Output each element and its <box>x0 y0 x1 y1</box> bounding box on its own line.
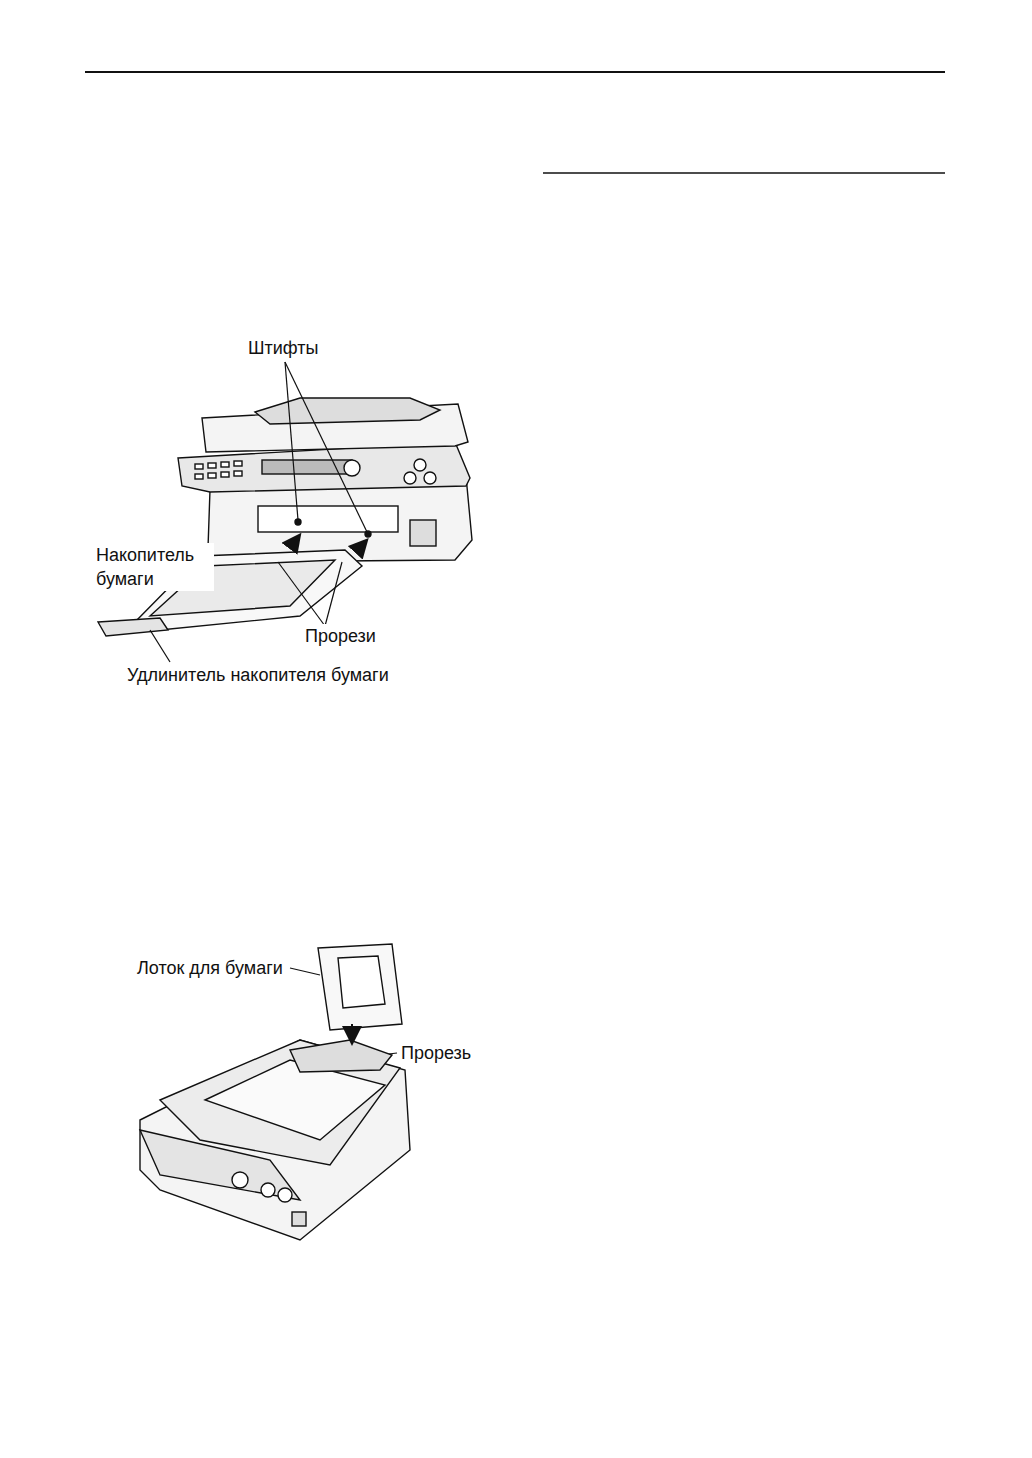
fax-machine-front <box>98 398 472 636</box>
part-label: Лоток для бумаги <box>135 956 285 980</box>
part-label: Удлинитель накопителя бумаги <box>125 663 391 687</box>
part-label: Штифты <box>246 336 320 360</box>
part-label: Прорезь <box>399 1041 473 1065</box>
part-label: Накопитель бумаги <box>94 543 214 591</box>
fax-machine-top <box>140 944 410 1240</box>
rule-lines <box>85 72 945 173</box>
part-label: Прорези <box>303 624 378 648</box>
